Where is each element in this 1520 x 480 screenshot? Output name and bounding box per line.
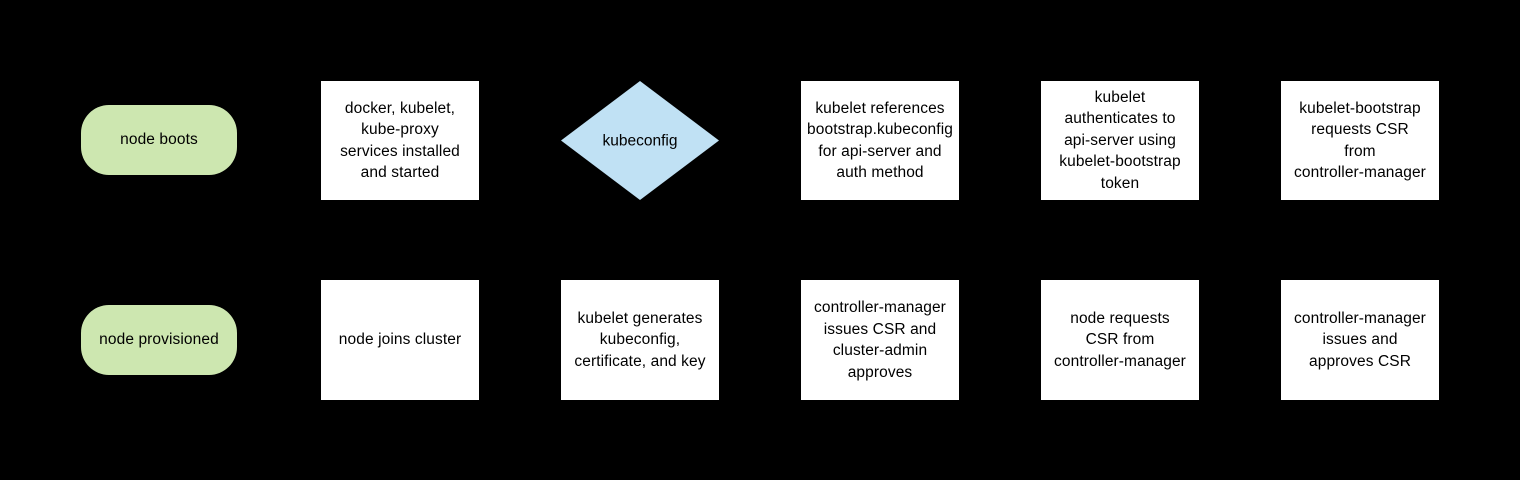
flow-node-node-requests-csr[interactable]: node requests CSR from controller-manage…: [1041, 280, 1199, 400]
flow-node-label: controller-manager issues and approves C…: [1294, 309, 1426, 370]
flow-node-label: node requests CSR from controller-manage…: [1054, 309, 1186, 370]
flow-node-kubeconfig-decision[interactable]: kubeconfig: [561, 81, 719, 200]
flow-node-label: controller-manager issues CSR and cluste…: [814, 299, 946, 381]
flow-node-label: kubelet references bootstrap.kubeconfig …: [807, 99, 953, 182]
flow-node-label: node boots: [120, 131, 198, 149]
flow-node-label: kubelet generates kubeconfig, certificat…: [574, 309, 706, 370]
flow-node-controller-manager-issues-csr[interactable]: controller-manager issues CSR and cluste…: [801, 280, 959, 400]
flow-node-kubelet-bootstrap-requests-csr[interactable]: kubelet-bootstrap requests CSR from cont…: [1281, 81, 1439, 200]
flow-node-services-installed[interactable]: docker, kubelet, kube-proxy services ins…: [321, 81, 479, 200]
flow-node-kubelet-authenticates[interactable]: kubelet authenticates to api-server usin…: [1041, 81, 1199, 200]
flow-node-label: node provisioned: [99, 331, 219, 349]
flow-node-controller-manager-approves-csr[interactable]: controller-manager issues and approves C…: [1281, 280, 1439, 400]
flow-node-label: docker, kubelet, kube-proxy services ins…: [340, 99, 460, 182]
flow-node-label: kubelet-bootstrap requests CSR from cont…: [1294, 99, 1426, 182]
flow-node-node-joins-cluster[interactable]: node joins cluster: [321, 280, 479, 400]
flow-node-label: kubeconfig: [602, 131, 678, 149]
flow-node-label: kubelet authenticates to api-server usin…: [1059, 88, 1181, 192]
flow-node-label: node joins cluster: [338, 331, 462, 349]
flow-node-node-provisioned[interactable]: node provisioned: [81, 305, 237, 375]
flow-node-kubelet-references-bootstrap[interactable]: kubelet references bootstrap.kubeconfig …: [801, 81, 959, 200]
flow-node-node-boots[interactable]: node boots: [81, 105, 237, 175]
flow-node-kubelet-generates-kubeconfig[interactable]: kubelet generates kubeconfig, certificat…: [561, 280, 719, 400]
